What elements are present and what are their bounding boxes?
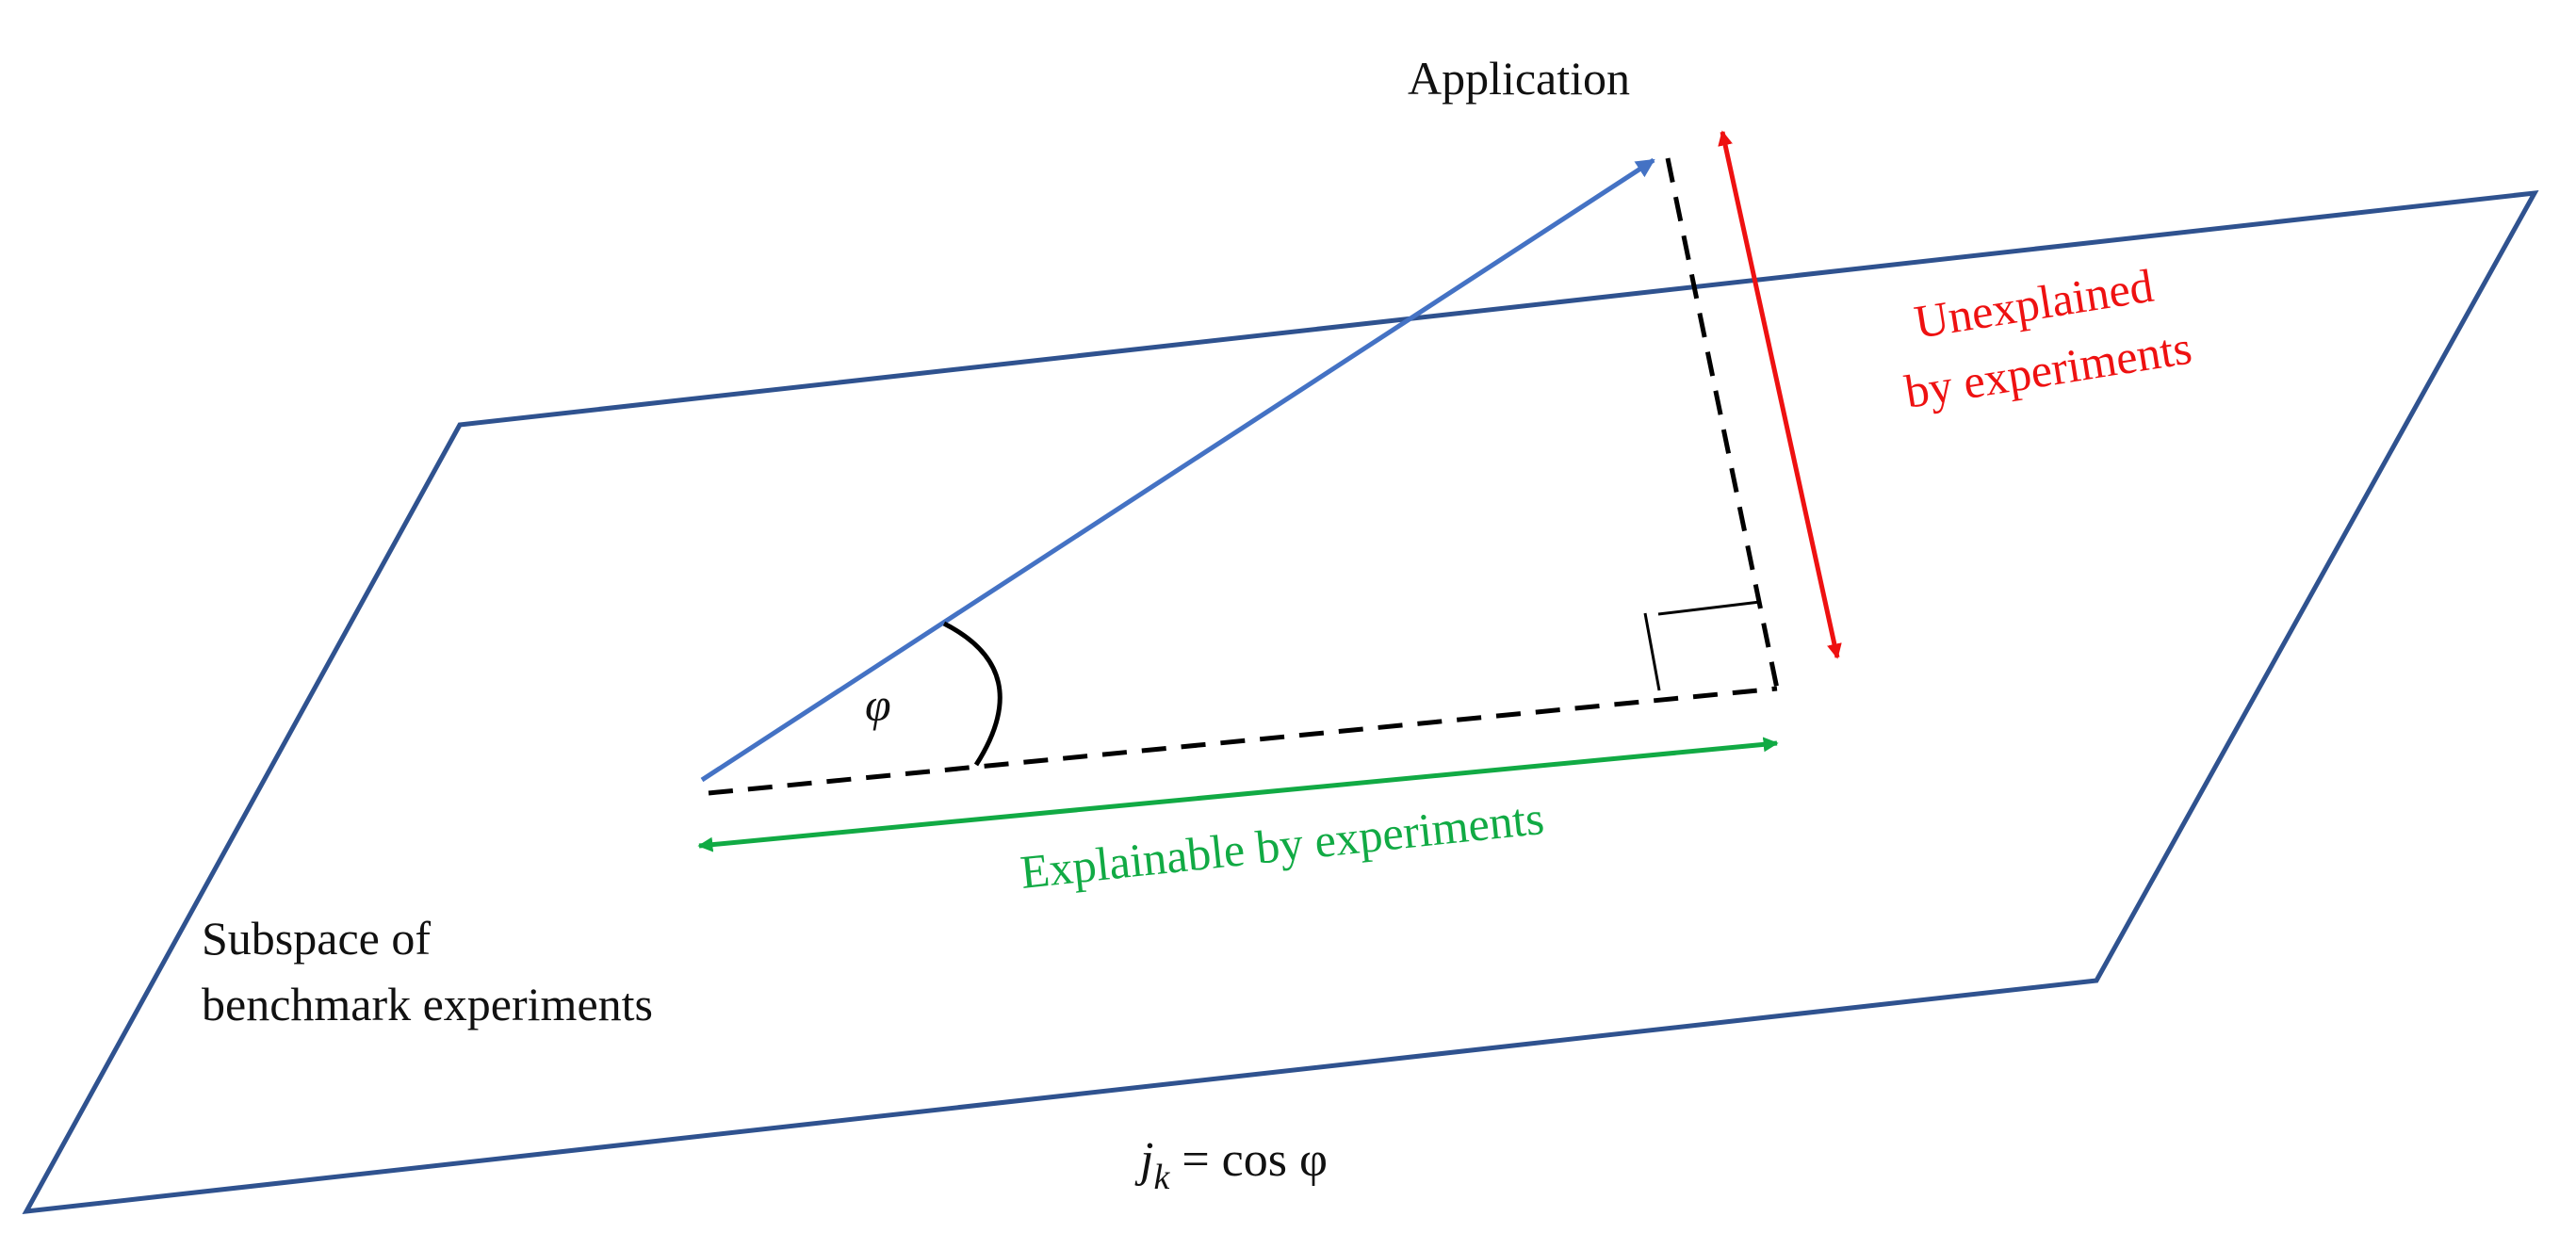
formula-var: j	[1134, 1133, 1153, 1187]
formula-subscript: k	[1153, 1158, 1170, 1197]
angle-phi-label: φ	[865, 678, 891, 731]
right-angle-marker	[1643, 612, 1661, 691]
unexplained-double-arrow	[1718, 130, 1842, 659]
formula-label: jk = cos φ	[1134, 1133, 1328, 1197]
perpendicular-dashed-line	[1665, 157, 1780, 689]
application-vector	[700, 157, 1655, 783]
angle-arc	[942, 621, 1003, 767]
subspace-label-line1: Subspace of	[202, 912, 431, 965]
subspace-label-line2: benchmark experiments	[202, 978, 653, 1030]
right-angle-marker-top	[1657, 600, 1761, 616]
application-label: Application	[1408, 52, 1630, 105]
formula-rest: = cos φ	[1169, 1133, 1328, 1187]
explainable-double-arrow	[697, 737, 1779, 852]
subspace-plane	[22, 189, 2539, 1215]
